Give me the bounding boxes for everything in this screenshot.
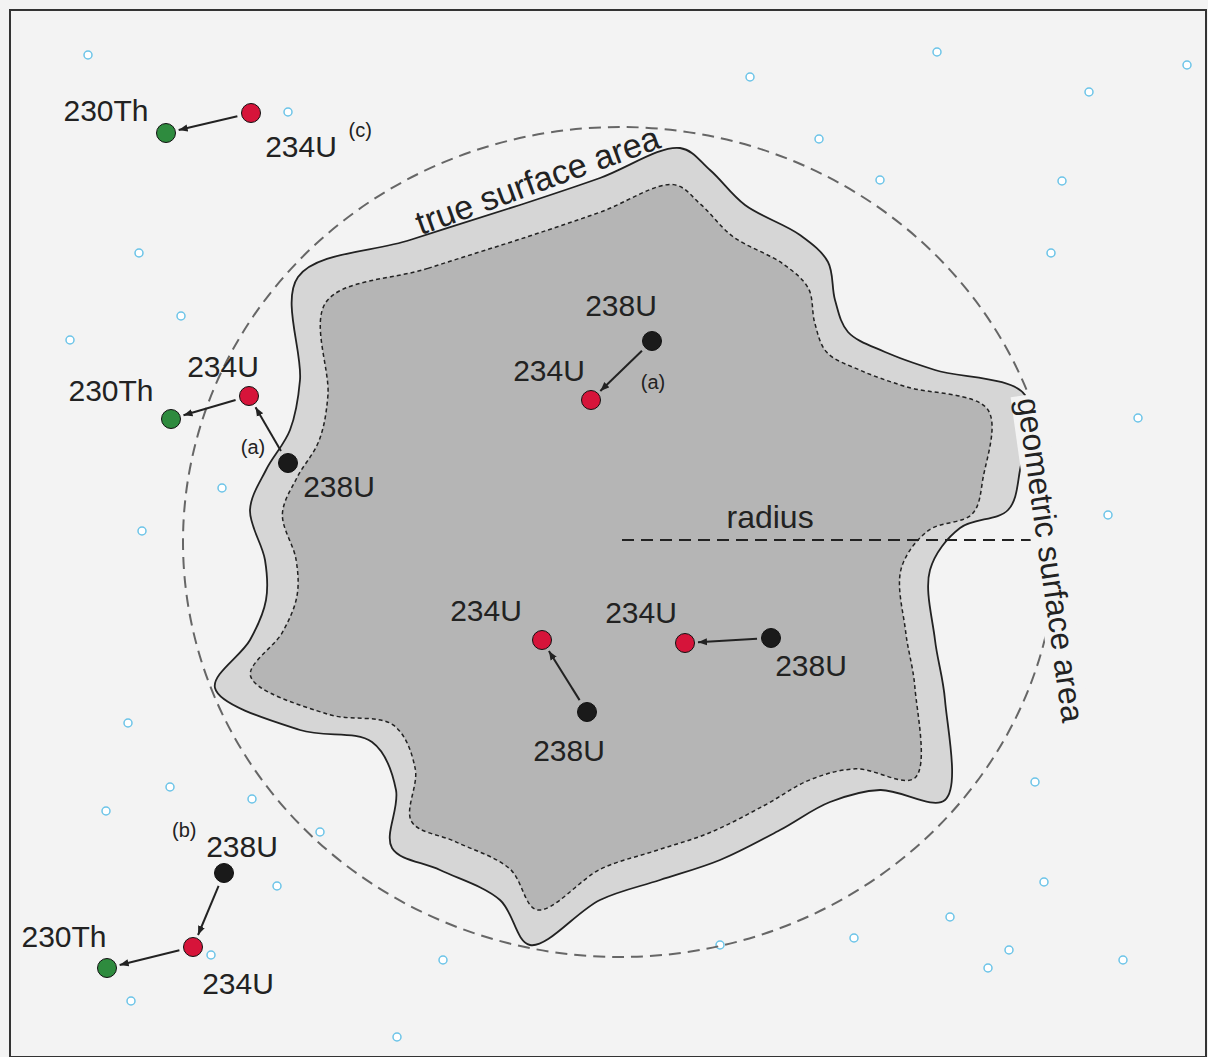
solution-ion xyxy=(746,73,754,81)
solution-ion xyxy=(1119,956,1127,964)
isotope-label: 238U xyxy=(533,736,605,766)
atom-dot: 238U xyxy=(577,702,597,722)
solution-ion xyxy=(102,807,110,815)
solution-ion xyxy=(933,48,941,56)
solution-ion xyxy=(177,312,185,320)
solution-ion xyxy=(135,249,143,257)
decay-arrow xyxy=(120,950,180,965)
isotope-label: 234U xyxy=(187,352,259,382)
atom-dot: 234U xyxy=(183,937,203,957)
solution-ion xyxy=(1047,249,1055,257)
solution-ion xyxy=(207,951,215,959)
isotope-label: 238U xyxy=(775,651,847,681)
radius-line xyxy=(622,539,1057,541)
solution-ion xyxy=(716,941,724,949)
solution-ion xyxy=(393,1033,401,1041)
solution-ion xyxy=(850,934,858,942)
frame xyxy=(10,10,1206,1057)
atom-dot: 234U xyxy=(581,390,601,410)
callout-letter: (c) xyxy=(349,120,372,140)
solution-ion xyxy=(876,176,884,184)
solution-ion xyxy=(946,913,954,921)
solution-ion xyxy=(1183,61,1191,69)
solution-ion xyxy=(984,964,992,972)
solution-ion xyxy=(815,135,823,143)
atom-dot: 234U xyxy=(239,386,259,406)
solution-ion xyxy=(1085,88,1093,96)
solution-ion xyxy=(1058,177,1066,185)
decay-arrow xyxy=(600,351,642,391)
radius-label: radius xyxy=(727,501,814,533)
solution-ion xyxy=(284,108,292,116)
solution-ion xyxy=(1031,778,1039,786)
decay-arrow xyxy=(198,886,219,935)
atom-dot: 234U xyxy=(675,633,695,653)
solution-ion xyxy=(1134,414,1142,422)
atom-dot: 238U xyxy=(214,863,234,883)
isotope-label: 234U xyxy=(513,356,585,386)
atom-dot: 230Th xyxy=(161,409,181,429)
isotope-label: 238U xyxy=(585,291,657,321)
solution-ion xyxy=(166,783,174,791)
atom-dot: 234U xyxy=(241,103,261,123)
solution-ion xyxy=(316,828,324,836)
grain-core xyxy=(250,184,992,910)
pathway-letter: (a) xyxy=(641,372,665,392)
isotope-label: 234U xyxy=(450,596,522,626)
solution-ion xyxy=(439,956,447,964)
atom-dot: 238U xyxy=(761,628,781,648)
decay-arrow xyxy=(179,116,238,130)
solution-ion xyxy=(248,795,256,803)
isotope-label: 230Th xyxy=(68,376,153,406)
decay-arrow xyxy=(698,639,757,642)
decay-arrow xyxy=(183,400,235,415)
isotope-label: 230Th xyxy=(63,96,148,126)
pathway-letter: (a) xyxy=(241,437,265,457)
callout-letter: (b) xyxy=(172,820,196,840)
isotope-label: 234U xyxy=(202,969,274,999)
atom-dot: 230Th xyxy=(156,123,176,143)
solution-ion xyxy=(84,51,92,59)
geometric-surface-circle xyxy=(183,127,1057,957)
solution-ion xyxy=(273,882,281,890)
solution-ion xyxy=(1005,946,1013,954)
atom-dot: 238U xyxy=(642,331,662,351)
solution-ion xyxy=(1040,878,1048,886)
isotope-label: 234U xyxy=(605,598,677,628)
grain-outline xyxy=(215,148,1030,945)
solution-ion xyxy=(1104,511,1112,519)
solution-ion xyxy=(124,719,132,727)
atom-dot: 238U xyxy=(278,453,298,473)
isotope-label: 230Th xyxy=(21,922,106,952)
isotope-label: 234U xyxy=(265,132,337,162)
solution-ion xyxy=(218,484,226,492)
decay-arrow xyxy=(549,651,580,700)
atom-dot: 230Th xyxy=(97,958,117,978)
solution-ion xyxy=(127,997,135,1005)
isotope-label: 238U xyxy=(206,832,278,862)
isotope-label: 238U xyxy=(303,472,375,502)
solution-ion xyxy=(66,336,74,344)
solution-dots xyxy=(66,48,1191,1041)
atom-dot: 234U xyxy=(532,630,552,650)
solution-ion xyxy=(138,527,146,535)
